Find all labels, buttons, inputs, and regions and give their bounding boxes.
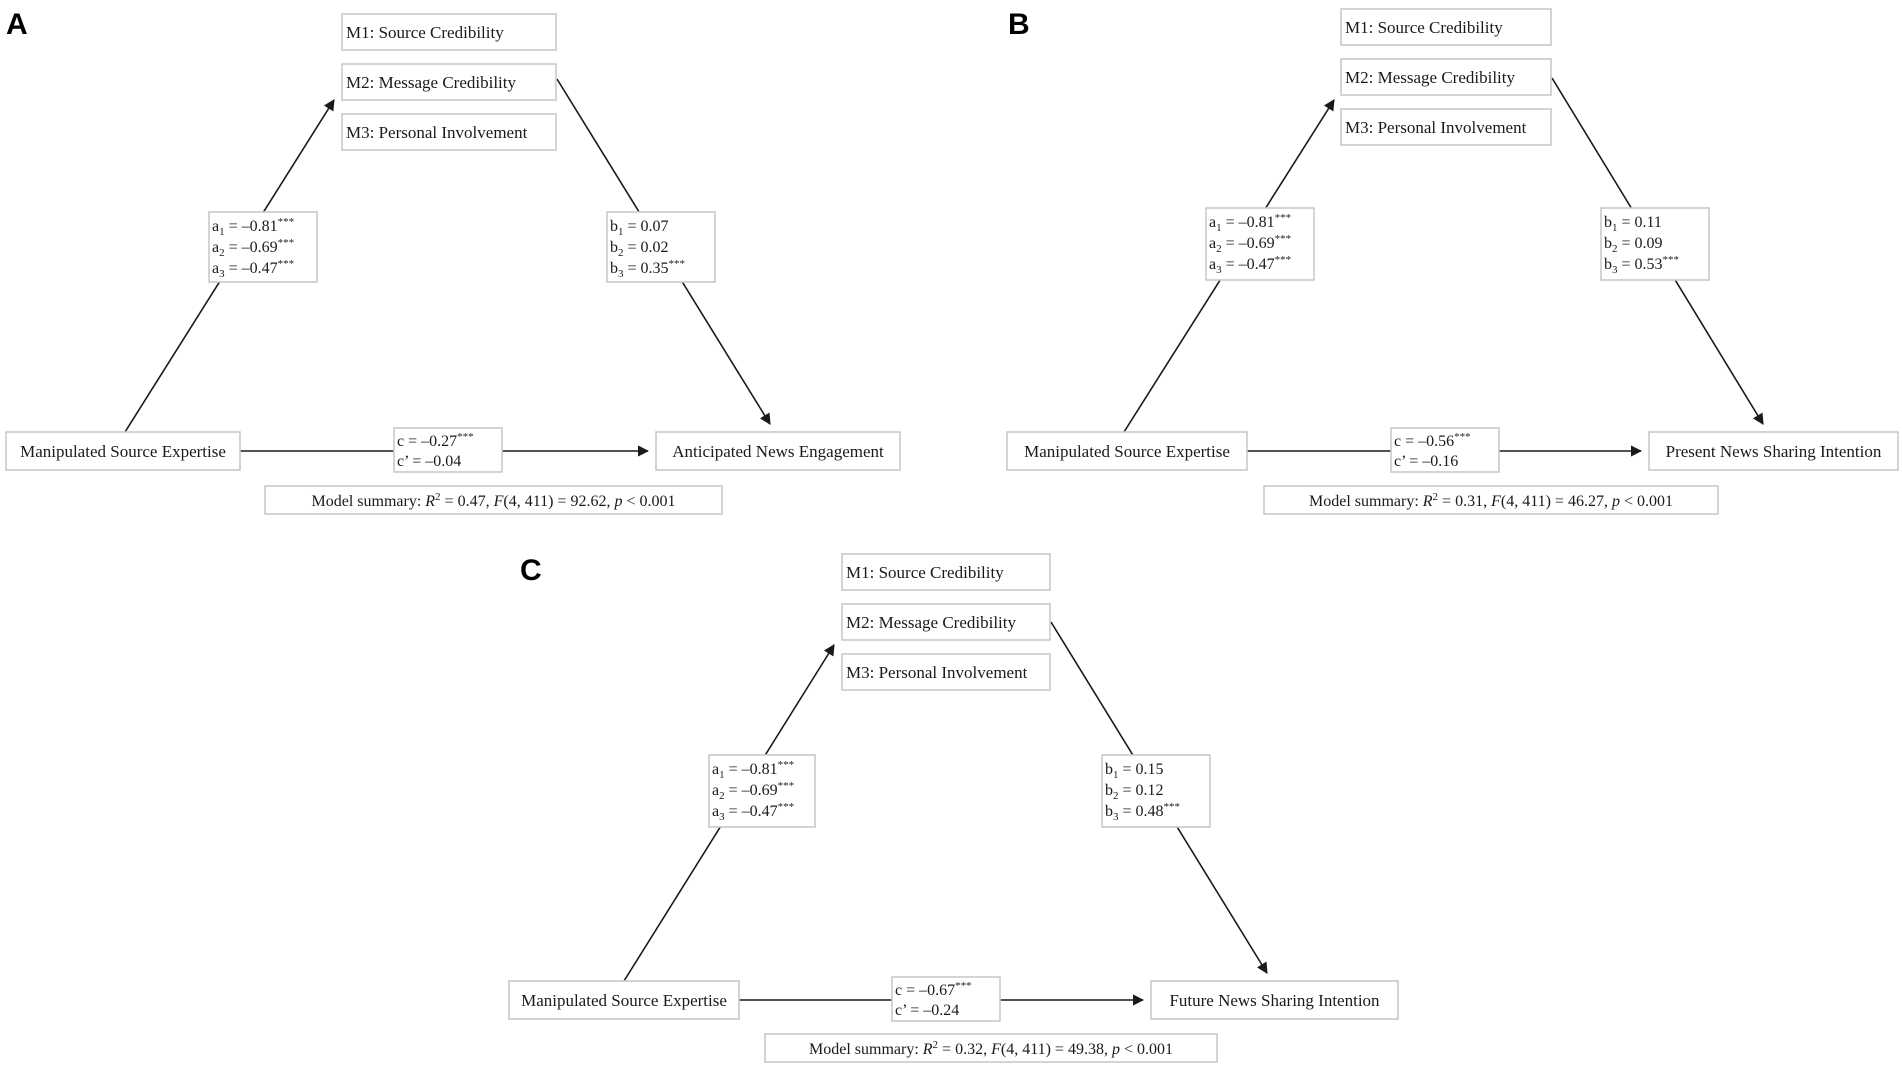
c-coefficient-1: c = –0.27*** [397, 431, 474, 450]
c-coefficient-2: c’ = –0.04 [397, 453, 461, 470]
outcome-label: Anticipated News Engagement [672, 442, 884, 461]
b-coefficient-box [606, 211, 716, 283]
a-coefficient-box [1205, 207, 1315, 281]
a-coefficient-2: a2 = –0.69*** [712, 780, 794, 802]
mediator-box-m3 [1340, 108, 1552, 146]
a-coefficient-3: a3 = –0.47*** [1209, 254, 1291, 276]
b-coefficient-2: b2 = 0.09 [1604, 235, 1663, 255]
mediator-label-m2: M2: Message Credibility [846, 613, 1016, 632]
a-coefficient-3: a3 = –0.47*** [212, 258, 294, 280]
predictor-box [1006, 431, 1248, 471]
panel-letter: A [6, 8, 28, 41]
mediator-box-m2 [341, 63, 557, 101]
b-coefficient-3: b3 = 0.48*** [1105, 801, 1180, 823]
mediator-label-m1: M1: Source Credibility [346, 23, 504, 42]
c-coefficient-2: c’ = –0.16 [1394, 453, 1458, 470]
a-coefficient-2: a2 = –0.69*** [1209, 233, 1291, 255]
predictor-label: Manipulated Source Expertise [521, 991, 727, 1010]
predictor-box [5, 431, 241, 471]
b-coefficient-1: b1 = 0.07 [610, 218, 669, 238]
mediator-label-m1: M1: Source Credibility [846, 563, 1004, 582]
model-summary-box [764, 1033, 1218, 1063]
outcome-label: Present News Sharing Intention [1666, 442, 1882, 461]
b-coefficient-2: b2 = 0.02 [610, 239, 669, 259]
model-summary-box [264, 485, 723, 515]
predictor-label: Manipulated Source Expertise [1024, 442, 1230, 461]
c-coefficient-box [891, 976, 1001, 1022]
c-coefficient-1: c = –0.67*** [895, 980, 972, 999]
a-coefficient-1: a1 = –0.81*** [1209, 212, 1291, 234]
mediator-box-m2 [1340, 58, 1552, 96]
model-summary: Model summary: R2 = 0.31, F(4, 411) = 46… [1309, 491, 1673, 510]
a-coefficient-2: a2 = –0.69*** [212, 237, 294, 259]
mediator-label-m2: M2: Message Credibility [346, 73, 516, 92]
b-coefficient-3: b3 = 0.35*** [610, 258, 685, 280]
c-coefficient-2: c’ = –0.24 [895, 1002, 959, 1019]
mediator-label-m1: M1: Source Credibility [1345, 18, 1503, 37]
mediator-box-m1 [841, 553, 1051, 591]
mediator-label-m2: M2: Message Credibility [1345, 68, 1515, 87]
mediator-box-m2 [841, 603, 1051, 641]
predictor-label: Manipulated Source Expertise [20, 442, 226, 461]
b-coefficient-box [1101, 754, 1211, 828]
a-coefficient-box [708, 754, 816, 828]
mediator-box-m3 [841, 653, 1051, 691]
outcome-box [655, 431, 901, 471]
a-coefficient-3: a3 = –0.47*** [712, 801, 794, 823]
b-coefficient-box [1600, 207, 1710, 281]
outcome-box [1648, 431, 1899, 471]
mediator-label-m3: M3: Personal Involvement [346, 123, 528, 142]
predictor-box [508, 980, 740, 1020]
c-coefficient-box [393, 427, 503, 473]
c-coefficient-box [1390, 427, 1500, 473]
c-coefficient-1: c = –0.56*** [1394, 431, 1471, 450]
outcome-box [1150, 980, 1399, 1020]
b-coefficient-2: b2 = 0.12 [1105, 782, 1164, 802]
mediator-box-m1 [341, 13, 557, 51]
model-summary: Model summary: R2 = 0.47, F(4, 411) = 92… [312, 491, 676, 510]
mediator-label-m3: M3: Personal Involvement [1345, 118, 1527, 137]
outcome-label: Future News Sharing Intention [1169, 991, 1380, 1010]
b-coefficient-1: b1 = 0.11 [1604, 214, 1662, 234]
a-coefficient-1: a1 = –0.81*** [712, 759, 794, 781]
a-coefficient-box [208, 211, 318, 283]
a-coefficient-1: a1 = –0.81*** [212, 216, 294, 238]
b-coefficient-3: b3 = 0.53*** [1604, 254, 1679, 276]
mediator-box-m1 [1340, 8, 1552, 46]
mediator-label-m3: M3: Personal Involvement [846, 663, 1028, 682]
b-coefficient-1: b1 = 0.15 [1105, 761, 1164, 781]
panel-letter: C [520, 554, 542, 587]
model-summary-box [1263, 485, 1719, 515]
model-summary: Model summary: R2 = 0.32, F(4, 411) = 49… [809, 1039, 1173, 1058]
mediator-box-m3 [341, 113, 557, 151]
panel-letter: B [1008, 8, 1030, 41]
